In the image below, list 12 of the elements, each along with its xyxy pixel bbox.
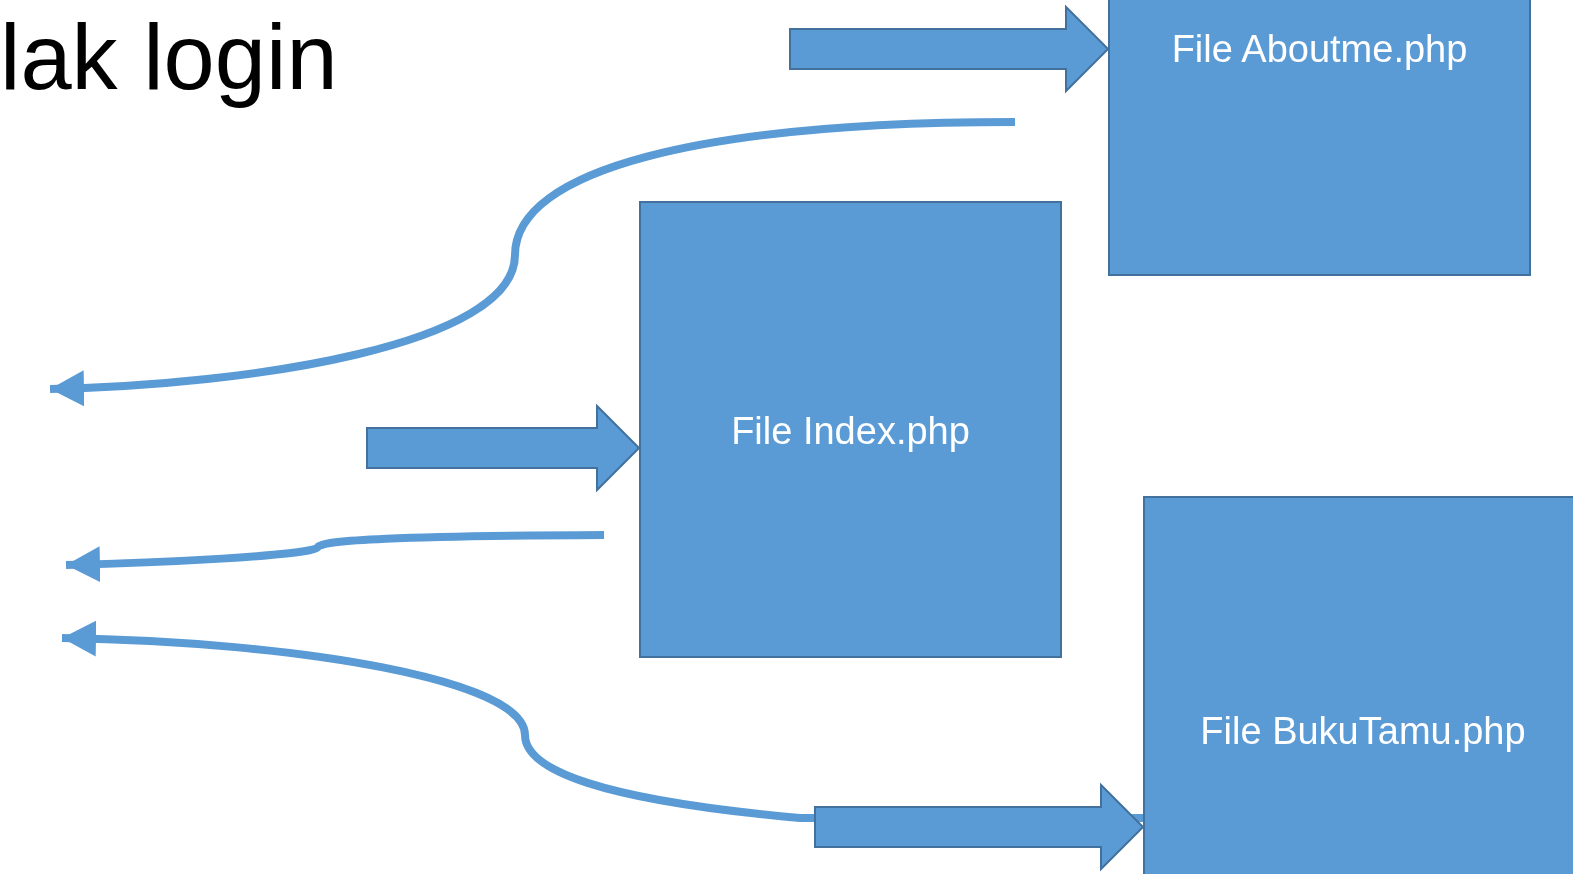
file-box: [1143, 496, 1573, 874]
block-arrow: [789, 4, 1110, 94]
curved-arrow: [49, 118, 1016, 406]
curved-arrow: [65, 531, 605, 583]
file-name: File BukuTamu.php: [1199, 709, 1527, 754]
file-name: File Aboutme.php: [1170, 27, 1469, 72]
file-name: File Index.php: [730, 409, 971, 454]
file-box: [639, 201, 1062, 658]
block-arrow: [814, 782, 1145, 872]
title: lak login: [0, 5, 338, 110]
file-box: [1108, 0, 1531, 276]
block-arrow: [366, 403, 641, 493]
